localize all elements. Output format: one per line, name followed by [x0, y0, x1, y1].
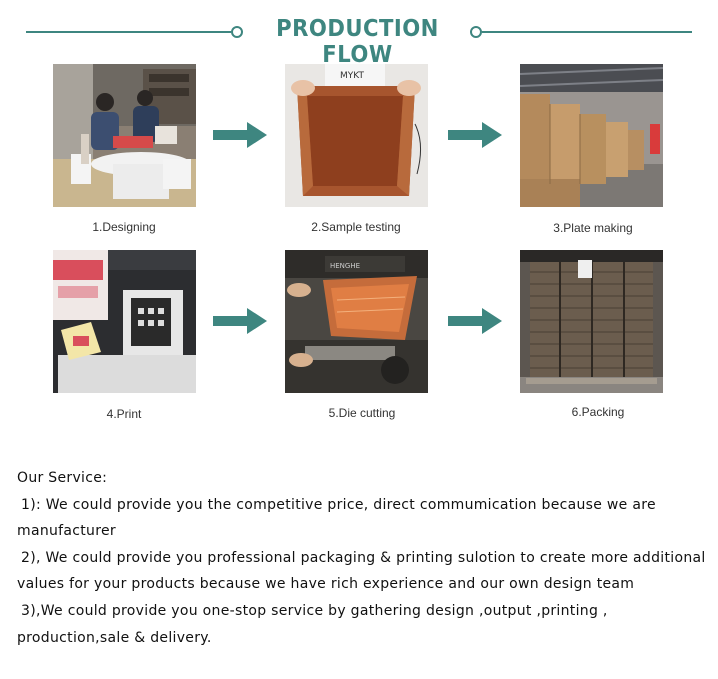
arrow-right-icon [448, 122, 502, 148]
service-item: 1): We could provide you the competitive… [17, 496, 656, 540]
arrow-right-icon [448, 308, 502, 334]
service-item: 3),We could provide you one-stop service… [17, 602, 608, 646]
photo-sample-testing: MYKT [285, 64, 428, 207]
service-section: Our Service: 1): We could provide you th… [17, 465, 717, 651]
page-title: PRODUCTION FLOW [276, 16, 439, 68]
step-caption-plate-making: 3.Plate making [553, 221, 633, 235]
step-caption-packing: 6.Packing [571, 405, 625, 419]
header-dot-right [470, 26, 482, 38]
header-divider-right [482, 31, 692, 33]
photo-designing [53, 64, 196, 207]
svg-text:MYKT: MYKT [340, 71, 364, 81]
svg-text:HENGHE: HENGHE [330, 262, 360, 270]
step-caption-sample-testing: 2.Sample testing [311, 220, 401, 234]
header-divider-left [26, 31, 231, 33]
service-heading: Our Service: [17, 470, 108, 486]
arrow-right-icon [213, 308, 267, 334]
photo-print [53, 250, 196, 393]
section-header: PRODUCTION FLOW [0, 14, 718, 68]
arrow-right-icon [213, 122, 267, 148]
step-caption-designing: 1.Designing [92, 220, 156, 234]
step-caption-print: 4.Print [106, 407, 142, 421]
service-item: 2), We could provide you professional pa… [17, 549, 706, 593]
step-caption-die-cutting: 5.Die cutting [328, 406, 396, 420]
photo-packing [520, 250, 663, 393]
photo-die-cutting: HENGHE [285, 250, 428, 393]
photo-plate-making [520, 64, 663, 207]
header-dot-left [231, 26, 243, 38]
